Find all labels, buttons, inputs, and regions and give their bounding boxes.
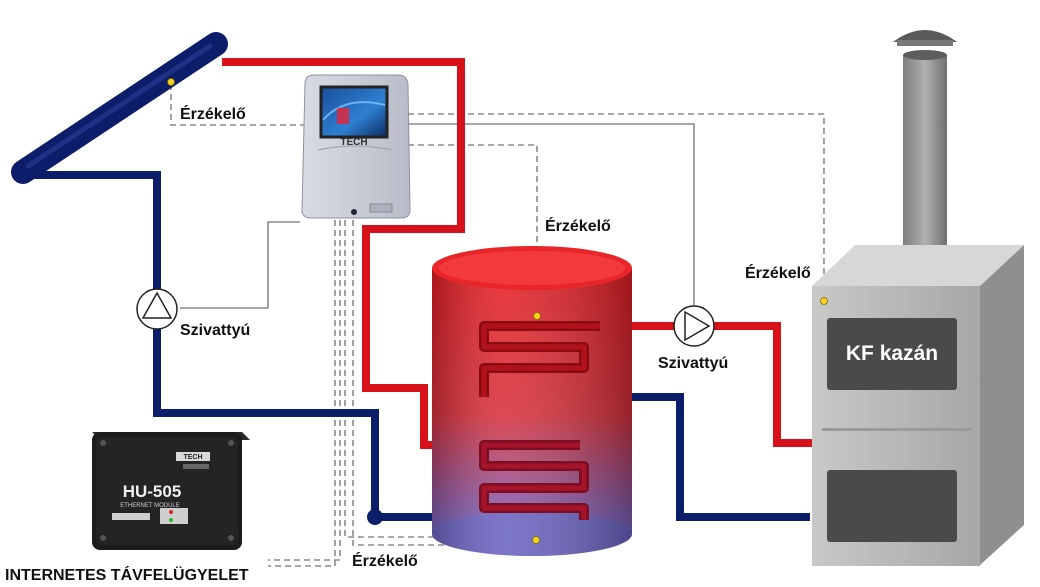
wire-boiler-sensor <box>408 113 825 300</box>
sensor-dot-tank-top <box>533 312 541 320</box>
hot-pipe-boiler-flow <box>600 322 820 447</box>
controller-knob <box>351 209 357 215</box>
chimney <box>903 55 947 260</box>
pump-left <box>136 288 178 330</box>
label-pump-left: Szivattyú <box>180 322 250 339</box>
boiler-upper-door <box>827 318 957 390</box>
label-sensor-bottom: Érzékelő <box>352 551 418 570</box>
label-sensor-solar: Érzékelő <box>180 104 246 123</box>
label-pump-right: Szivattyú <box>658 355 728 372</box>
wire-bottom-sensor-b <box>352 220 536 546</box>
label-boiler-name: KF kazán <box>846 342 938 365</box>
hot-water-tank <box>432 246 632 556</box>
wire-module-a <box>268 220 341 561</box>
wire-module-b <box>268 220 336 567</box>
cold-pipe-solar-return <box>30 171 470 521</box>
module-model: HU-505 <box>123 482 182 501</box>
label-sensor-tank-top: Érzékelő <box>545 216 611 235</box>
signal-wires <box>170 84 825 567</box>
wire-solar-sensor <box>170 84 305 126</box>
label-internet-caption: INTERNETES TÁVFELÜGYELET <box>5 565 249 584</box>
module-brand-logo: TECH <box>183 454 202 461</box>
pipe-junction <box>367 509 383 525</box>
controller-brand-logo: TECH <box>340 137 367 148</box>
ethernet-module <box>92 432 250 550</box>
controller-unit <box>301 74 411 219</box>
module-subtitle: ETHERNET MODULE <box>120 503 180 509</box>
boiler-lower-door <box>827 470 957 542</box>
sensor-dot-tank-bottom <box>532 536 540 544</box>
sensor-dots <box>167 78 828 544</box>
sensor-dot-solar <box>167 78 175 86</box>
sensor-dot-boiler <box>820 297 828 305</box>
label-sensor-boiler: Érzékelő <box>745 263 811 282</box>
wire-right-pump <box>408 123 695 306</box>
wire-left-pump <box>180 221 300 309</box>
solar-collector <box>11 32 228 184</box>
hot-pipe-solar-flow <box>222 58 580 449</box>
boiler <box>812 30 1024 566</box>
pump-right <box>673 305 715 347</box>
